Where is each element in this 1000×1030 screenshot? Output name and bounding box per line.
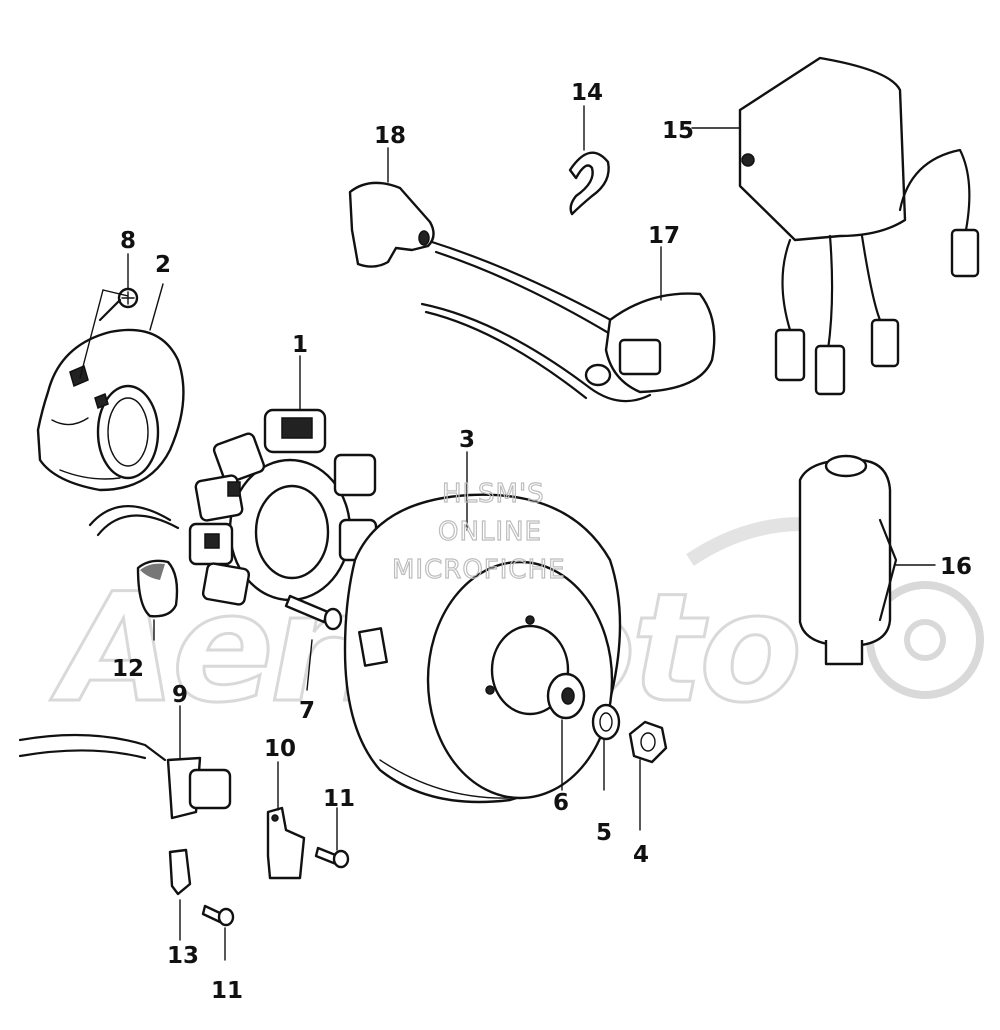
callout-7: 7 (299, 698, 315, 724)
part-6-washer (546, 672, 586, 720)
callout-11-b: 11 (211, 978, 243, 1004)
part-11-screw-a (314, 846, 350, 869)
part-13-clip (168, 848, 192, 896)
callout-9: 9 (172, 682, 188, 708)
watermark-line-2: ONLINE (438, 517, 542, 547)
callout-3: 3 (459, 427, 475, 453)
callout-14: 14 (571, 80, 603, 106)
watermark-line-1: HLSM'S (442, 479, 545, 509)
callout-16: 16 (940, 554, 972, 580)
callout-2: 2 (155, 252, 171, 278)
callout-12: 12 (112, 656, 144, 682)
part-2-stator-plate (36, 328, 185, 492)
part-3-flywheel (343, 493, 622, 804)
callout-6: 6 (553, 790, 569, 816)
callout-17: 17 (648, 223, 680, 249)
part-18-plug-cap (348, 181, 435, 268)
callout-10: 10 (264, 736, 296, 762)
callout-15: 15 (662, 118, 694, 144)
part-11-screw-b (201, 904, 235, 927)
callout-13: 13 (167, 943, 199, 969)
callout-1: 1 (292, 332, 308, 358)
part-15-cdi-unit (738, 56, 980, 396)
callout-5: 5 (596, 820, 612, 846)
part-7-bolt (284, 594, 343, 631)
callout-4: 4 (633, 842, 649, 868)
part-1-stator (88, 408, 378, 606)
watermark-line-3: MICROFICHE (392, 555, 566, 585)
callout-8: 8 (120, 228, 136, 254)
part-16-cylinder (798, 454, 898, 666)
callout-11-a: 11 (323, 786, 355, 812)
part-8-screw (98, 287, 139, 322)
part-14-clip (568, 151, 610, 216)
callout-18: 18 (374, 123, 406, 149)
callout-labels: 1 2 3 4 5 6 7 8 9 10 11 11 12 13 14 15 1… (112, 80, 972, 1004)
part-17-ignition-coil (420, 240, 716, 403)
part-4-nut (628, 720, 668, 764)
part-12-pad (136, 559, 179, 618)
leader-lines (79, 105, 936, 961)
part-5-lock-washer (591, 703, 621, 741)
hlsm-watermark: HLSM'S ONLINE MICROFICHE (391, 478, 566, 585)
part-9-pulser (18, 733, 232, 820)
part-10-bracket (266, 806, 306, 880)
